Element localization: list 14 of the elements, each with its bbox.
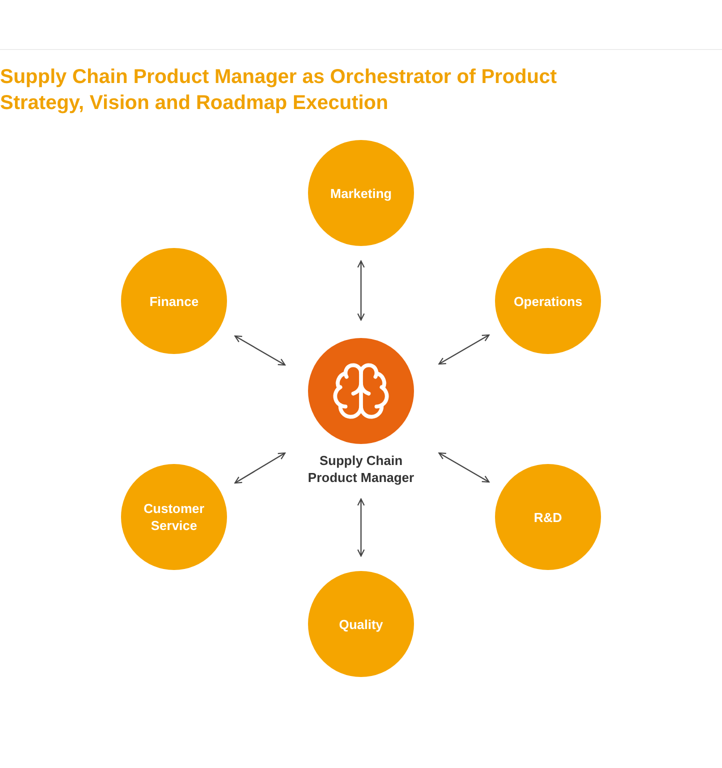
department-circle: Operations: [495, 248, 601, 354]
double-arrow: [234, 335, 286, 366]
double-arrow: [438, 452, 490, 483]
node-label: Supply Chain Product Manager: [306, 452, 416, 486]
double-arrow: [357, 260, 365, 321]
double-arrow: [357, 498, 365, 557]
department-circle: R&D: [495, 464, 601, 570]
diagram-title: Supply Chain Product Manager as Orchestrator of Product Strategy, Vision and Roadmap Execution: [0, 65, 558, 116]
department-circle: Customer Service: [121, 464, 227, 570]
double-arrow: [438, 334, 490, 365]
department-circle: Quality: [308, 571, 414, 677]
department-circle: Marketing: [308, 140, 414, 246]
department-circle: Finance: [121, 248, 227, 354]
double-arrow: [234, 452, 286, 484]
